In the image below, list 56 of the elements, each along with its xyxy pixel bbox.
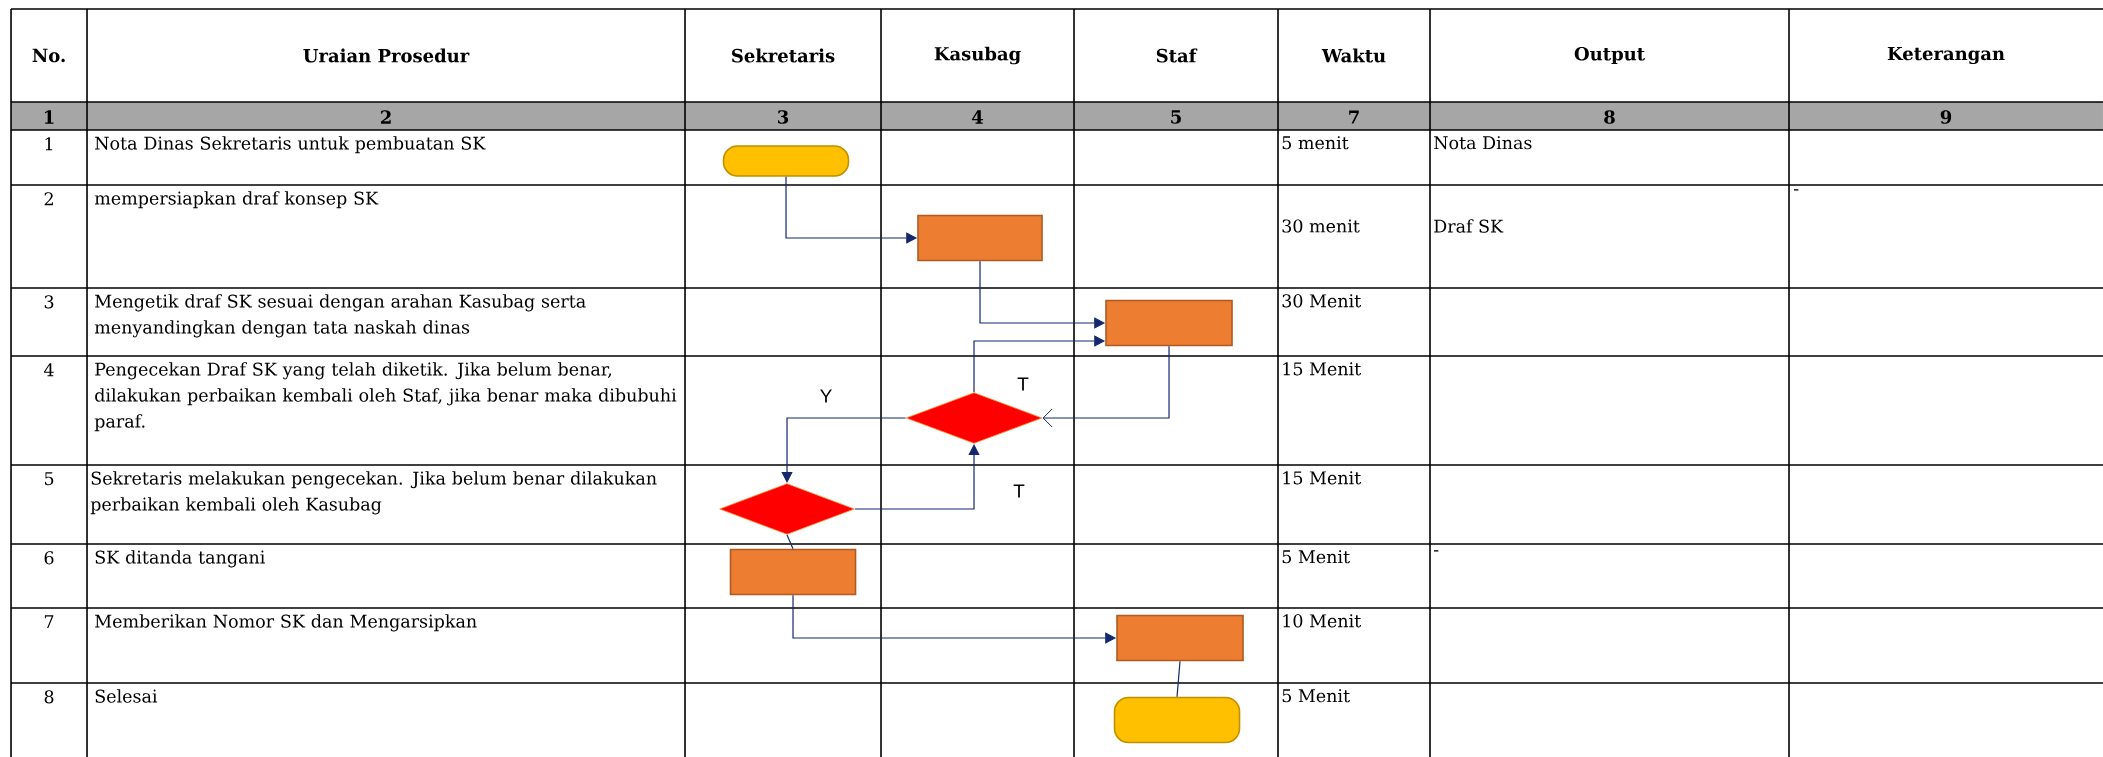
column-number: 4: [972, 110, 984, 124]
output-text: -: [1434, 550, 1439, 552]
row-number: 8: [44, 690, 54, 704]
column-number: 8: [1604, 110, 1615, 124]
column-number: 5: [1171, 110, 1181, 124]
decision-diamond: [905, 392, 1043, 444]
step-description: Nota Dinas Sekretaris untuk pembuatan SK: [95, 136, 486, 154]
row-number: 7: [44, 615, 54, 628]
step-description: Memberikan Nomor SK dan Mengarsipkan: [95, 614, 477, 632]
terminator-shape: [722, 145, 850, 177]
duration-text: 30 menit: [1282, 219, 1360, 233]
duration-text: 15 Menit: [1283, 362, 1362, 376]
column-header: Output: [1574, 46, 1645, 65]
column-header: Sekretaris: [732, 48, 835, 63]
process-box: [1116, 614, 1244, 662]
column-header: Keterangan: [1887, 46, 2005, 65]
edge-label: T: [1012, 483, 1026, 499]
output-text: Nota Dinas: [1434, 136, 1532, 150]
duration-text: 30 Menit: [1282, 294, 1362, 308]
step-description: Sekretaris melakukan pengecekan. Jika belum benar dilakukan perbaikan kembali oleh Kasubag: [90, 471, 657, 515]
row-number: 6: [44, 551, 54, 565]
duration-text: 5 Menit: [1282, 550, 1350, 564]
edge-label: T: [1016, 376, 1030, 392]
column-number: 1: [44, 110, 54, 124]
duration-text: 15 Menit: [1283, 471, 1362, 485]
column-header: Kasubag: [934, 46, 1021, 65]
row-number: 2: [44, 192, 53, 206]
terminator-shape: [1113, 696, 1241, 744]
column-header: Waktu: [1321, 48, 1386, 63]
step-description: Pengecekan Draf SK yang telah diketik. Jika belum benar, dilakukan perbaikan kembali oleh Staf, jika benar maka dibubuhi paraf.: [94, 362, 677, 432]
column-number: 3: [778, 110, 789, 124]
step-description: mempersiapkan draf konsep SK: [94, 191, 379, 209]
row-number: 4: [44, 363, 54, 377]
row-number: 5: [44, 472, 54, 486]
note-text: -: [1794, 189, 1799, 191]
edge-label: Y: [818, 388, 834, 404]
arrow: [1042, 345, 1170, 428]
process-box: [917, 214, 1043, 262]
step-description: Selesai: [95, 689, 158, 703]
duration-text: 5 Menit: [1282, 689, 1350, 703]
row-number: 3: [44, 295, 54, 309]
step-description: SK ditanda tangani: [95, 550, 265, 568]
output-text: Draf SK: [1434, 219, 1504, 233]
column-number: 7: [1349, 110, 1359, 124]
process-box: [729, 548, 857, 596]
column-number: 9: [1940, 110, 1952, 124]
column-number: 2: [380, 110, 391, 124]
step-description: Mengetik draf SK sesuai dengan arahan Kasubag serta menyandingkan dengan tata naskah dinas: [94, 294, 586, 338]
decision-diamond: [719, 483, 855, 535]
duration-text: 5 menit: [1282, 136, 1349, 150]
column-header: No.: [32, 48, 65, 63]
column-header: Staf: [1156, 48, 1198, 63]
column-header: Uraian Prosedur: [303, 48, 470, 63]
process-box: [1105, 299, 1233, 347]
duration-text: 10 Menit: [1283, 614, 1362, 628]
row-number: 1: [45, 137, 53, 151]
